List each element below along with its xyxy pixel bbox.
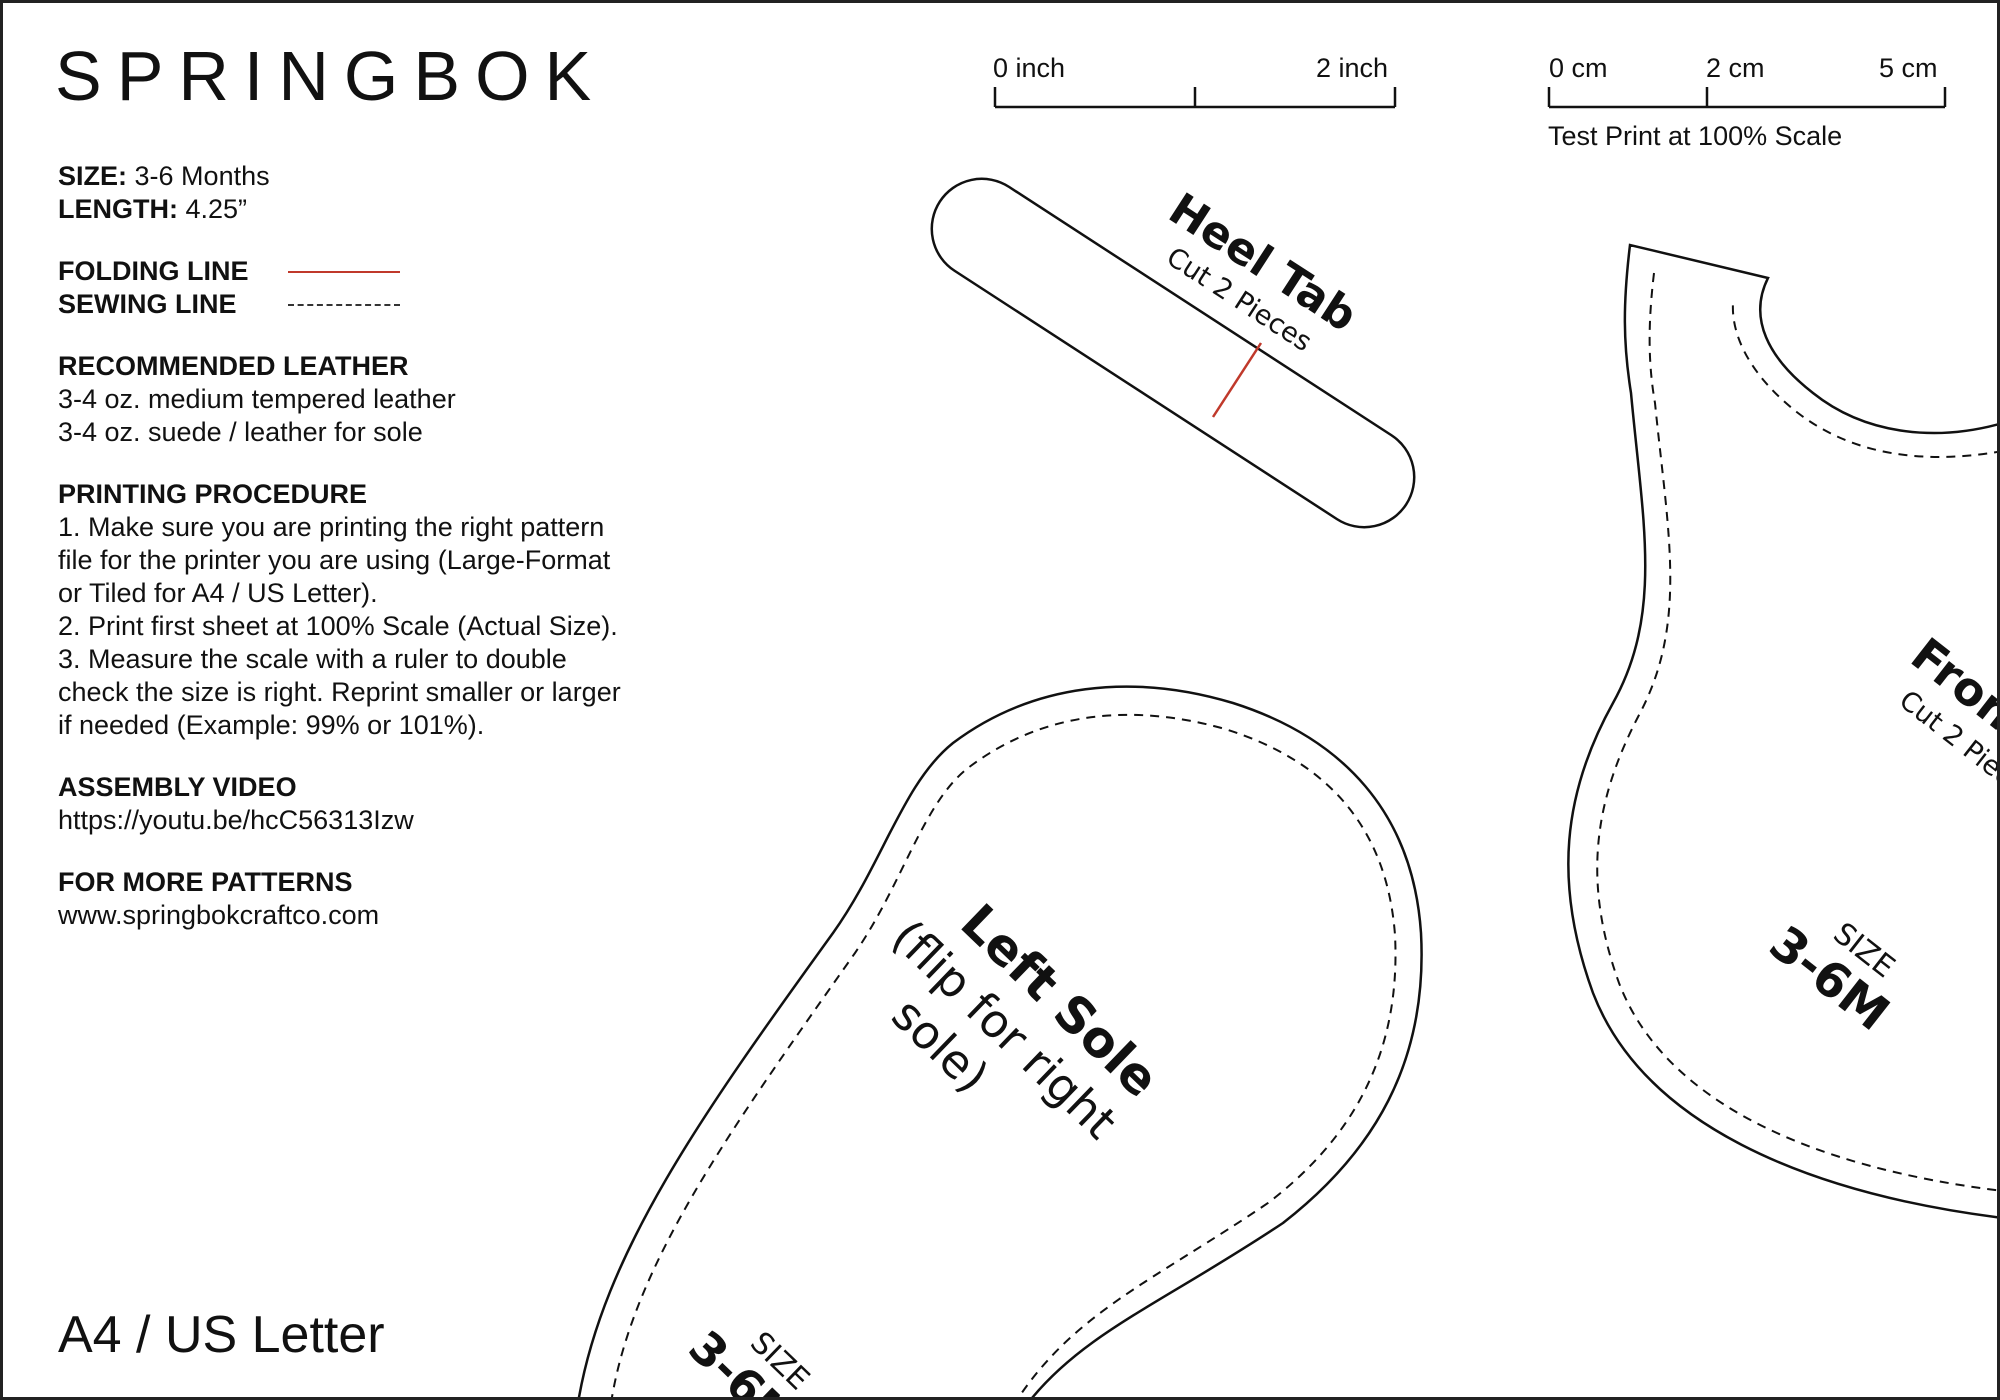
printing-heading: PRINTING PROCEDURE (58, 479, 368, 509)
leather-line: 3-4 oz. medium tempered leather (58, 384, 456, 414)
size-value: 3-6 Months (134, 161, 270, 191)
sewing-line-label: SEWING LINE (58, 289, 237, 319)
length-label: LENGTH: (58, 194, 178, 224)
leather-line: 3-4 oz. suede / leather for sole (58, 417, 423, 447)
heel-tab-outline (930, 177, 1416, 529)
inch-ruler-end-label: 2 inch (1316, 53, 1389, 83)
legend-sewing: SEWING LINE (58, 288, 738, 321)
pattern-pieces: Heel Tab Cut 2 Pieces Left Sole (flip fo… (577, 87, 1997, 1397)
line-legend: FOLDING LINE SEWING LINE (58, 255, 738, 321)
sewing-line-swatch (288, 303, 400, 306)
length-line: LENGTH: 4.25” (58, 193, 738, 226)
printing-block: PRINTING PROCEDURE 1. Make sure you are … (58, 478, 738, 742)
specs-block: SIZE: 3-6 Months LENGTH: 4.25” (58, 160, 738, 226)
printing-line: file for the printer you are using (Larg… (58, 545, 611, 575)
left-sole-sewing-line (611, 713, 1397, 1397)
printing-line: or Tiled for A4 / US Letter). (58, 578, 378, 608)
paper-format: A4 / US Letter (58, 1306, 385, 1364)
inch-ruler-start-label: 0 inch (993, 53, 1066, 83)
info-panel: SIZE: 3-6 Months LENGTH: 4.25” FOLDING L… (58, 160, 738, 961)
left-sole-outline (577, 685, 1423, 1397)
cm-ruler-mid-label: 2 cm (1706, 53, 1765, 83)
front-piece: Front Cut 2 Pieces SIZE 3-6M (1567, 243, 1997, 1219)
more-heading: FOR MORE PATTERNS (58, 867, 353, 897)
leather-block: RECOMMENDED LEATHER 3-4 oz. medium tempe… (58, 350, 738, 449)
more-block: FOR MORE PATTERNS www.springbokcraftco.c… (58, 866, 738, 932)
cm-ruler-start-label: 0 cm (1549, 53, 1608, 83)
printing-line: 2. Print first sheet at 100% Scale (Actu… (58, 611, 618, 641)
size-label: SIZE: (58, 161, 128, 191)
more-url: www.springbokcraftco.com (58, 900, 380, 930)
printing-line: if needed (Example: 99% or 101%). (58, 710, 485, 740)
brand-logo: SPRINGBOK (55, 37, 607, 115)
video-url: https://youtu.be/hcC56313Izw (58, 805, 414, 835)
front-outline (1567, 243, 1997, 1219)
legend-folding: FOLDING LINE (58, 255, 738, 288)
folding-line-swatch (288, 270, 400, 273)
length-value: 4.25” (185, 194, 248, 224)
cm-ruler (1547, 87, 1947, 109)
printing-line: check the size is right. Reprint smaller… (58, 677, 621, 707)
cm-ruler-end-label: 5 cm (1879, 53, 1938, 83)
heel-tab-piece: Heel Tab Cut 2 Pieces (930, 177, 1416, 529)
printing-line: 3. Measure the scale with a ruler to dou… (58, 644, 567, 674)
printing-line: 1. Make sure you are printing the right … (58, 512, 605, 542)
heel-tab-fold-line (1211, 342, 1263, 418)
test-print-note: Test Print at 100% Scale (1548, 121, 1843, 151)
video-block: ASSEMBLY VIDEO https://youtu.be/hcC56313… (58, 771, 738, 837)
folding-line-label: FOLDING LINE (58, 256, 249, 286)
left-sole-piece: Left Sole (flip for right sole) SIZE 3-6… (577, 685, 1423, 1397)
front-sewing-line (1596, 272, 1997, 1192)
video-heading: ASSEMBLY VIDEO (58, 772, 297, 802)
size-line: SIZE: 3-6 Months (58, 160, 738, 193)
front-sewing-line (1731, 302, 1997, 458)
leather-heading: RECOMMENDED LEATHER (58, 351, 409, 381)
inch-ruler (993, 87, 1397, 109)
